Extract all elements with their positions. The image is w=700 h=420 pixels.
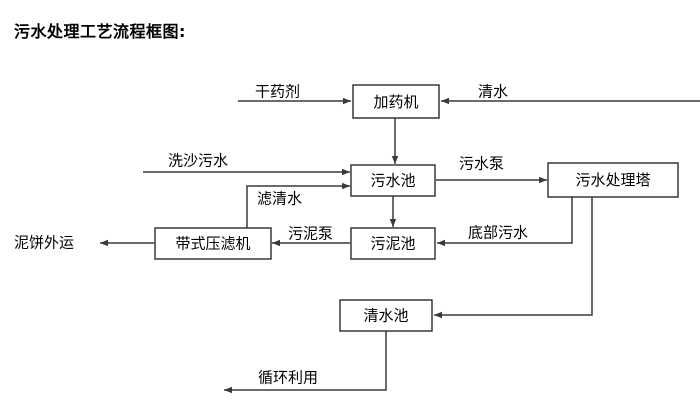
node-sludge-pool[interactable]: 污泥池: [350, 227, 436, 260]
label-mud-cake-transport: 泥饼外运: [14, 234, 74, 252]
edge-treatment-tower-to-sludge-pool: [437, 197, 573, 247]
label-dry-chemical: 干药剂: [255, 83, 300, 101]
node-clear-water-pool[interactable]: 清水池: [339, 299, 433, 332]
node-belt-filter-press[interactable]: 带式压滤机: [154, 227, 272, 260]
label-sewage-pump: 污水泵: [459, 155, 504, 173]
label-bottom-sewage: 底部污水: [468, 224, 528, 242]
node-sludge-pool-label: 污泥池: [370, 235, 415, 253]
edge-treatment-tower-to-clear-water-pool: [434, 197, 593, 319]
node-clear-water-pool-label: 清水池: [363, 307, 408, 325]
edge-filtered-water-to-wastewater-pool: [246, 182, 350, 228]
label-recycle-reuse: 循环利用: [258, 369, 318, 387]
node-belt-filter-press-label: 带式压滤机: [175, 235, 250, 253]
label-sludge-pump: 污泥泵: [288, 225, 333, 243]
node-dosing-machine-label: 加药机: [373, 93, 418, 111]
edge-clear-water-pool-to-recycle-reuse: [224, 331, 387, 394]
label-clean-water: 清水: [478, 83, 508, 101]
node-treatment-tower[interactable]: 污水处理塔: [547, 162, 679, 198]
label-sand-wash-sewage: 洗沙污水: [168, 152, 228, 170]
node-dosing-machine[interactable]: 加药机: [352, 84, 440, 119]
page-title: 污水处理工艺流程框图:: [14, 22, 186, 41]
node-wastewater-pool-label: 污水池: [370, 172, 415, 190]
label-filtered-water: 滤清水: [257, 190, 302, 208]
node-treatment-tower-label: 污水处理塔: [575, 171, 650, 189]
node-wastewater-pool[interactable]: 污水池: [350, 164, 436, 197]
